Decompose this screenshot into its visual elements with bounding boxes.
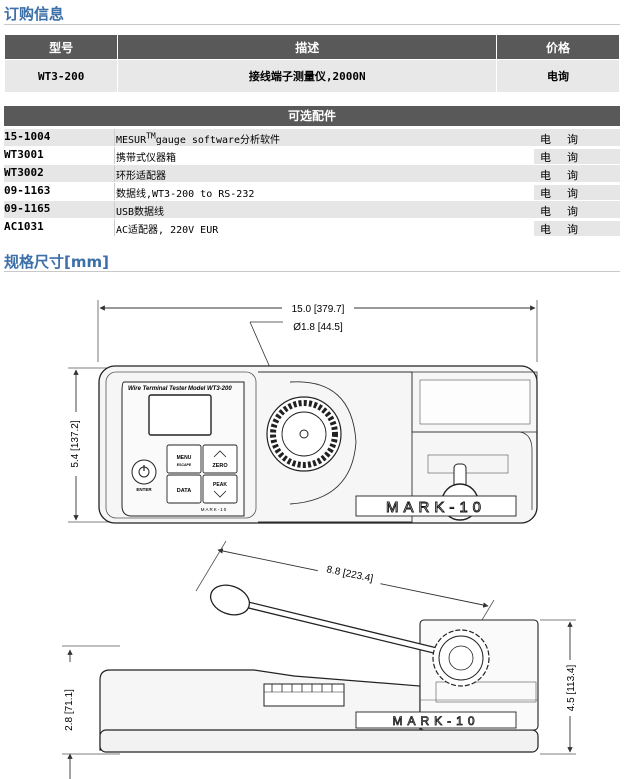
accessories-header: 可选配件 — [4, 106, 620, 126]
accessory-code: 09-1163 — [4, 184, 51, 197]
dimension-depth: 5.4 [137.2] — [70, 420, 81, 467]
accessory-desc: MESURTMgauge software分析软件 — [116, 131, 280, 146]
divider — [4, 271, 620, 272]
svg-text:ESCAPE: ESCAPE — [177, 463, 192, 467]
side-view: 8.8 [223.4] 2.8 [71.1] 4.5 [113.4] — [60, 540, 577, 779]
accessory-row: AC1031 AC适配器, 220V EUR 电询 — [4, 219, 620, 236]
header-model: 型号 — [3, 34, 119, 60]
brand-plate: MARK-10 — [386, 499, 486, 516]
accessory-row: 15-1004 MESURTMgauge software分析软件 电询 — [4, 129, 620, 146]
panel-model: Model WT3-200 — [188, 386, 232, 392]
panel-title: Wire Terminal Tester — [128, 386, 188, 392]
svg-text:MENU: MENU — [177, 455, 192, 461]
accessory-code: WT3002 — [4, 166, 44, 179]
accessory-code: 09-1165 — [4, 202, 51, 215]
accessory-desc: 数据线,WT3-200 to RS-232 — [116, 189, 255, 200]
order-price: 电询 — [496, 59, 620, 93]
svg-text:ZERO: ZERO — [212, 463, 228, 469]
order-table-row: WT3-200 接线端子测量仪,2000N 电询 — [3, 59, 620, 93]
accessory-row: WT3002 环形适配器 电询 — [4, 165, 620, 182]
power-button: ENTER — [131, 459, 157, 492]
dimension-width: 15.0 [379.7] — [292, 304, 345, 315]
accessory-price: 电询 — [534, 149, 620, 164]
trademark-superscript: TM — [146, 131, 156, 141]
peak-button: PEAK — [202, 474, 238, 504]
column-separator — [114, 129, 115, 146]
svg-text:DATA: DATA — [177, 488, 191, 494]
dimension-diameter: Ø1.8 [44.5] — [293, 322, 343, 333]
accessory-price: 电询 — [534, 131, 620, 146]
top-view: 15.0 [379.7] Ø1.8 [44.5] 5.4 [137.2] Wir… — [68, 300, 538, 524]
accessory-row: 09-1163 数据线,WT3-200 to RS-232 电询 — [4, 183, 620, 200]
lcd-display — [148, 394, 212, 436]
dimension-height-low: 2.8 [71.1] — [64, 689, 75, 731]
order-description: 接线端子测量仪,2000N — [117, 59, 498, 93]
accessory-row: 09-1165 USB数据线 电询 — [4, 201, 620, 218]
accessory-row: WT3001 携带式仪器箱 电询 — [4, 147, 620, 164]
column-separator — [114, 201, 115, 218]
accessory-price: 电询 — [534, 221, 620, 236]
column-separator — [114, 165, 115, 182]
accessory-desc-pre: MESUR — [116, 135, 147, 146]
header-price: 价格 — [496, 34, 620, 60]
accessory-code: AC1031 — [4, 220, 44, 233]
panel-brand: MARK-10 — [201, 507, 228, 512]
accessory-code: WT3001 — [4, 148, 44, 161]
column-separator — [114, 183, 115, 200]
accessory-desc-post: gauge software分析软件 — [155, 135, 281, 146]
column-separator — [114, 219, 115, 236]
dimensions-heading: 规格尺寸[mm] — [4, 253, 109, 271]
column-separator — [114, 147, 115, 164]
divider — [4, 24, 620, 25]
data-button: DATA — [166, 474, 202, 504]
accessory-price: 电询 — [534, 185, 620, 200]
order-model: WT3-200 — [3, 59, 119, 93]
accessory-code: 15-1004 — [4, 130, 51, 143]
knob — [266, 396, 342, 472]
menu-button: MENU ESCAPE — [166, 444, 202, 474]
accessory-desc: 携带式仪器箱 — [116, 153, 176, 164]
order-table: 型号 描述 价格 WT3-200 接线端子测量仪,2000N 电询 — [3, 34, 620, 93]
zero-button: ZERO — [202, 444, 238, 474]
accessory-desc: 环形适配器 — [116, 171, 166, 182]
svg-text:PEAK: PEAK — [213, 482, 227, 488]
accessory-price: 电询 — [534, 203, 620, 218]
order-table-header: 型号 描述 价格 — [3, 34, 620, 60]
brand-plate-side: MARK-10 — [392, 714, 479, 728]
header-description: 描述 — [117, 34, 498, 60]
accessory-desc: AC适配器, 220V EUR — [116, 225, 219, 236]
order-info-heading: 订购信息 — [4, 5, 65, 23]
dimension-height-total: 4.5 [113.4] — [566, 665, 577, 712]
accessory-desc: USB数据线 — [116, 207, 165, 218]
accessory-price: 电询 — [534, 167, 620, 182]
enter-label: ENTER — [136, 487, 152, 492]
